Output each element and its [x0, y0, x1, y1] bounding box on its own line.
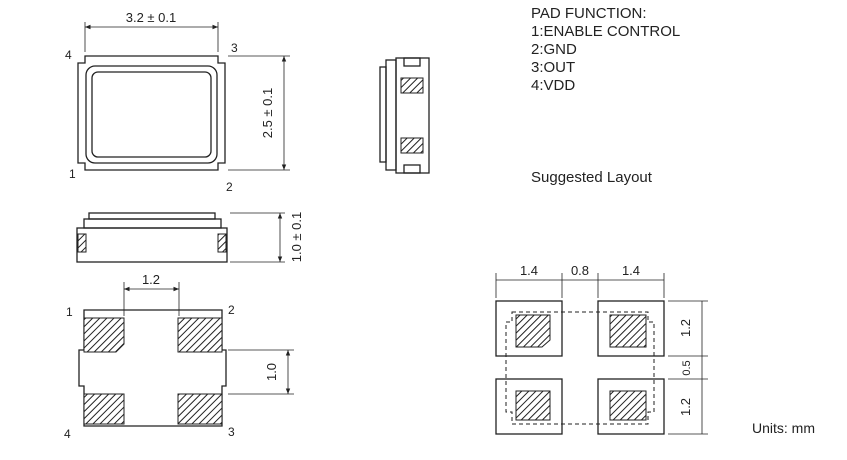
bottom-pad-4	[83, 393, 125, 425]
end-view-pad-lower	[400, 137, 424, 154]
layout-pad-1	[515, 314, 551, 348]
layout-pad-3	[609, 390, 647, 421]
bottom-view: 1.2 1.0 1 2 3 4	[64, 272, 294, 441]
front-view-pad-right	[217, 233, 227, 253]
lid-inner	[91, 71, 212, 158]
top-pin-3-label: 3	[231, 41, 238, 55]
layout-dim-top-2: 0.8	[571, 263, 589, 278]
bottom-pad-2	[177, 317, 223, 353]
side-view-front: 1.0 ± 0.1	[76, 212, 304, 263]
layout-pad-2	[609, 314, 647, 348]
layout-dim-right-2: 0.5	[681, 360, 693, 375]
land-1	[495, 300, 563, 357]
land-3	[597, 378, 665, 435]
end-view-step	[385, 59, 397, 171]
units-label: Units: mm	[752, 420, 815, 436]
layout-dim-right-1: 1.2	[678, 319, 693, 337]
pad-function-item-4: 4:VDD	[531, 77, 575, 94]
bottom-pad-3	[177, 393, 223, 425]
side-view-end	[379, 57, 430, 174]
front-view-step	[83, 218, 222, 229]
layout-dim-top-3: 1.4	[622, 263, 640, 278]
lid-outer	[85, 65, 218, 164]
pad-function-list: PAD FUNCTION: 1:ENABLE CONTROL 2:GND 3:O…	[531, 5, 680, 94]
pad-spacing-dimension-label: 1.2	[142, 272, 160, 287]
end-view-notch-top	[403, 57, 421, 67]
end-view-body	[395, 57, 430, 174]
suggested-layout-title: Suggested Layout	[531, 169, 653, 186]
layout-dim-top-1: 1.4	[520, 263, 538, 278]
layout-dim-right-3: 1.2	[678, 398, 693, 416]
land-4	[495, 378, 563, 435]
top-view-body-outline	[77, 55, 226, 171]
end-view-lid	[379, 66, 387, 163]
bottom-pin-4-label: 4	[64, 427, 71, 441]
land-2	[597, 300, 665, 357]
pad-height-dimension-label: 1.0	[264, 363, 279, 381]
top-pin-2-label: 2	[226, 180, 233, 194]
thickness-dimension-label: 1.0 ± 0.1	[289, 212, 304, 263]
suggested-layout: 1.4 0.8 1.4 1.2 0.5 1.2	[495, 263, 708, 435]
end-view-notch-bottom	[403, 164, 421, 174]
top-pin-1-label: 1	[69, 167, 76, 181]
bottom-pin-2-label: 2	[228, 303, 235, 317]
pad-function-item-2: 2:GND	[531, 41, 577, 58]
front-view-pad-left	[77, 233, 87, 253]
height-dimension-label: 2.5 ± 0.1	[260, 88, 275, 139]
bottom-pad-1	[83, 317, 125, 353]
component-outline-dashed	[505, 311, 655, 425]
bottom-pin-3-label: 3	[228, 425, 235, 439]
pad-function-title: PAD FUNCTION:	[531, 5, 647, 22]
top-pin-4-label: 4	[65, 48, 72, 62]
front-view-body	[76, 227, 228, 263]
pad-function-item-1: 1:ENABLE CONTROL	[531, 23, 680, 40]
pad-function-item-3: 3:OUT	[531, 59, 575, 76]
front-view-lid	[88, 212, 216, 220]
top-view: 3.2 ± 0.1 2.5 ± 0.1 1 2 3 4	[65, 10, 290, 194]
width-dimension-label: 3.2 ± 0.1	[126, 10, 177, 25]
end-view-pad-upper	[400, 77, 424, 94]
layout-pad-4	[515, 390, 551, 421]
bottom-pin-1-label: 1	[66, 305, 73, 319]
